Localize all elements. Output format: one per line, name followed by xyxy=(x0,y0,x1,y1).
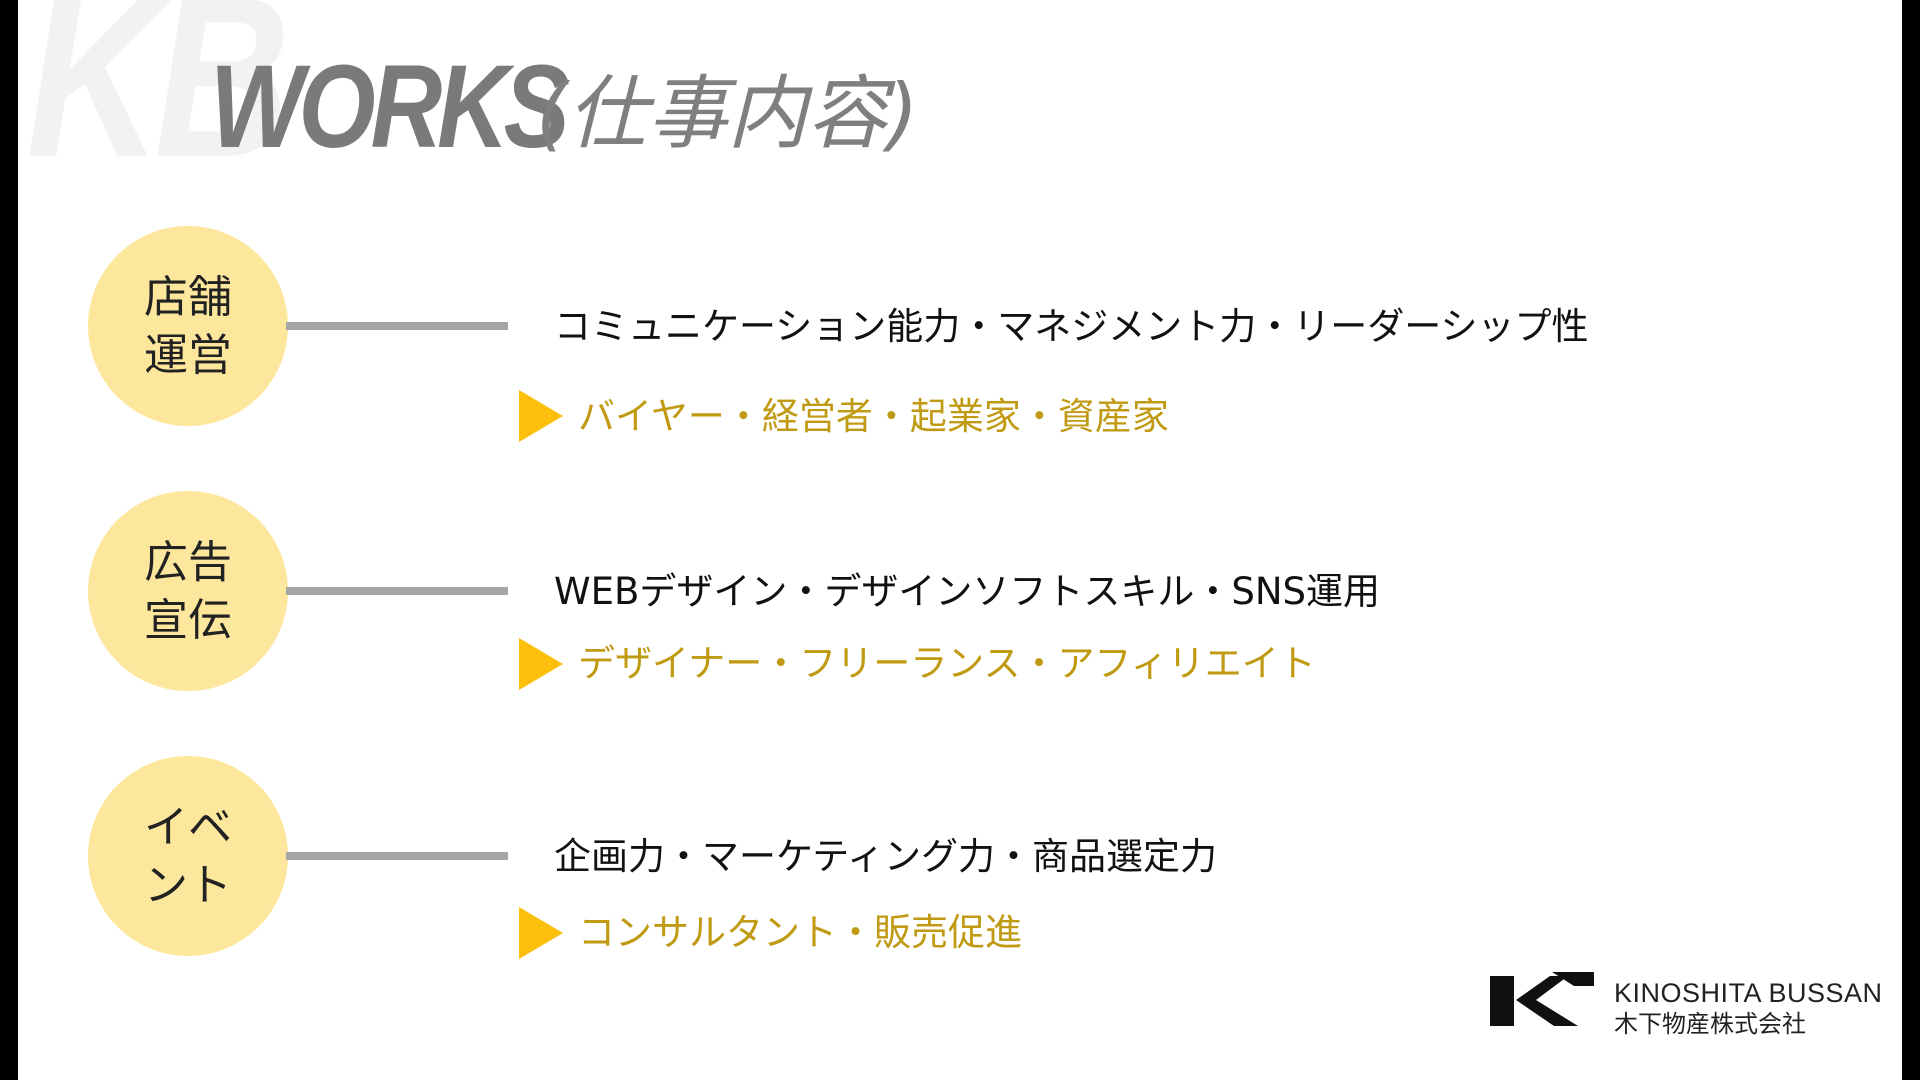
triangle-arrow-icon xyxy=(519,907,563,959)
category-circle: イベ ント xyxy=(88,756,288,956)
category-circle: 店舗 運営 xyxy=(88,226,288,426)
connector-line xyxy=(286,587,508,595)
category-circle: 広告 宣伝 xyxy=(88,491,288,691)
category-label-line1: イベ xyxy=(144,802,232,853)
company-name-en: KINOSHITA BUSSAN xyxy=(1614,978,1883,1008)
category-label-line2: ント xyxy=(144,860,232,911)
skills-text: WEBデザイン・デザインソフトスキル・SNS運用 xyxy=(554,570,1380,613)
work-row-advertising: 広告 宣伝 WEBデザイン・デザインソフトスキル・SNS運用 デザイナー・フリー… xyxy=(18,491,1902,691)
slide: KB WORKS (仕事内容) 店舗 運営 コミュニケーション能力・マネジメント… xyxy=(18,0,1902,1080)
kinoshita-logo-icon xyxy=(1490,972,1594,1026)
company-name-ja: 木下物産株式会社 xyxy=(1614,1010,1806,1038)
category-label-line2: 運営 xyxy=(144,330,232,381)
skills-text: コミュニケーション能力・マネジメント力・リーダーシップ性 xyxy=(554,305,1589,348)
triangle-arrow-icon xyxy=(519,390,563,442)
connector-line xyxy=(286,852,508,860)
work-row-event: イベ ント 企画力・マーケティング力・商品選定力 コンサルタント・販売促進 xyxy=(18,756,1902,959)
page-subtitle: (仕事内容) xyxy=(536,67,919,160)
triangle-arrow-icon xyxy=(519,638,563,690)
connector-line xyxy=(286,322,508,330)
careers-text: バイヤー・経営者・起業家・資産家 xyxy=(578,395,1169,438)
careers-text: デザイナー・フリーランス・アフィリエイト xyxy=(578,642,1316,685)
category-label-line1: 店舗 xyxy=(144,272,232,323)
watermark-kb: KB xyxy=(26,0,290,205)
category-label-line2: 宣伝 xyxy=(144,595,232,646)
work-row-store: 店舗 運営 コミュニケーション能力・マネジメント力・リーダーシップ性 バイヤー・… xyxy=(18,226,1902,442)
page-title: WORKS xyxy=(210,41,570,173)
skills-text: 企画力・マーケティング力・商品選定力 xyxy=(554,835,1218,878)
category-label-line1: 広告 xyxy=(144,537,232,588)
careers-text: コンサルタント・販売促進 xyxy=(578,911,1022,954)
